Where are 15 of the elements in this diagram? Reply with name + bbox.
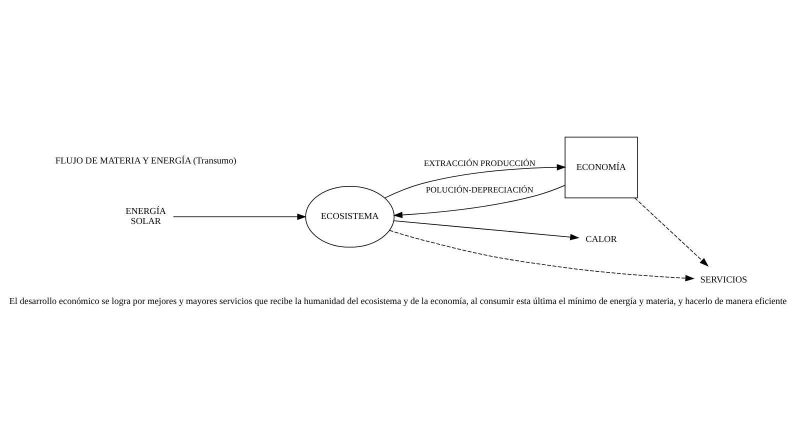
arrow: [384, 164, 566, 198]
node-text: CALOR: [586, 234, 617, 244]
node-ellipse: ECOSISTEMA: [305, 185, 395, 248]
edge-label: EXTRACCIÓN PRODUCCIÓN: [424, 157, 536, 168]
arrow: [394, 220, 580, 240]
label: FLUJO DE MATERIA Y ENERGÍA (Transumo): [55, 155, 236, 166]
edge-label: POLUCIÓN-DEPRECIACIÓN: [426, 184, 534, 194]
arrow: [634, 197, 709, 266]
node-text: ENERGÍA SOLAR: [126, 206, 166, 226]
caption: El desarrollo económico se logra por mejores y mayores servicios que recibe la humanidad del ecosistema y de la economía, al consumir esta última el mínimo de energía y materia, y hacerlo de manera eficiente: [9, 296, 787, 306]
arrow: [172, 213, 306, 220]
node-box: ECONOMÍA: [564, 136, 638, 198]
arrow: [389, 229, 695, 281]
arrow: [393, 184, 566, 218]
node-text: SERVICIOS: [700, 274, 748, 284]
